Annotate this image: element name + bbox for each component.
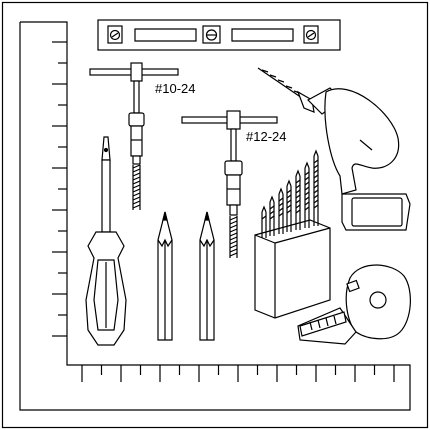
drill-bit-tip — [261, 205, 267, 213]
drill-bit-flute — [313, 174, 319, 179]
left-ruler-ticks — [52, 41, 67, 337]
drill-bit-flute — [286, 204, 292, 209]
drill-bit-flute — [295, 194, 301, 199]
tap-wrench-10-24 — [89, 62, 179, 210]
drill-bit-tip — [313, 149, 319, 157]
drill-bit-flute — [269, 210, 275, 215]
drill-bit-flute — [304, 176, 310, 181]
drill-bit-flute — [269, 205, 275, 210]
drill-bit — [278, 187, 284, 234]
drill-bit-flute — [278, 202, 284, 207]
drill-bit-tip — [269, 195, 275, 203]
drill-bit — [261, 205, 267, 238]
drill-bit-flute — [286, 194, 292, 199]
drill-bit-flute — [295, 189, 301, 194]
drill-bit-flute — [286, 189, 292, 194]
drill-bit-tip — [278, 187, 284, 195]
drill-bit-flute — [304, 206, 310, 211]
drill-bit-flute — [313, 204, 319, 209]
screwdriver — [85, 136, 127, 346]
cordless-drill — [257, 67, 411, 231]
drill-bit — [304, 161, 310, 228]
tap-size-label-10-24: #10-24 — [155, 81, 195, 96]
tap-size-label-12-24: #12-24 — [246, 129, 286, 144]
drill-bits — [261, 149, 319, 238]
carpenter-pencil — [199, 211, 215, 341]
drill-bit-flute — [286, 209, 292, 214]
drill-bit-flute — [295, 179, 301, 184]
drill-bit-flute — [304, 171, 310, 176]
drill-bit — [313, 149, 319, 226]
drill-bit-flute — [313, 184, 319, 189]
drill-bit-flute — [269, 215, 275, 220]
drill-bit-flute — [295, 209, 301, 214]
drill-bit — [295, 169, 301, 230]
drill-bit-flute — [304, 186, 310, 191]
drill-bit-flute — [313, 159, 319, 164]
drill-bit-flute — [313, 179, 319, 184]
drill-bit — [286, 179, 292, 232]
tape-measure — [297, 264, 411, 345]
drill-bit-tip — [304, 161, 310, 169]
drill-bit-flute — [295, 204, 301, 209]
drill-bit-flute — [313, 189, 319, 194]
drill-bit-flute — [313, 164, 319, 169]
drill-bit — [269, 195, 275, 236]
drill-bit-flute — [295, 199, 301, 204]
drill-bit-set — [254, 149, 331, 319]
drill-bit-flute — [304, 191, 310, 196]
drill-bit-flute — [313, 199, 319, 204]
spirit-level — [97, 19, 341, 51]
drill-bit-flute — [278, 212, 284, 217]
drill-bit-tip — [295, 169, 301, 177]
drill-bit-flute — [304, 196, 310, 201]
drill-bit-flute — [304, 181, 310, 186]
drill-bit-flute — [261, 215, 267, 220]
pencil — [157, 211, 173, 341]
drill-bit-flute — [295, 184, 301, 189]
tap-wrench-12-24 — [181, 110, 278, 258]
drill-bit-flute — [313, 194, 319, 199]
drill-bit-flute — [313, 169, 319, 174]
bottom-ruler-ticks — [81, 365, 395, 382]
drill-bit-tip — [286, 179, 292, 187]
drill-bit-flute — [286, 199, 292, 204]
drill-bit-flute — [278, 207, 284, 212]
drill-bit-flute — [304, 201, 310, 206]
drill-bit-flute — [278, 197, 284, 202]
l-square-ruler — [19, 21, 411, 411]
